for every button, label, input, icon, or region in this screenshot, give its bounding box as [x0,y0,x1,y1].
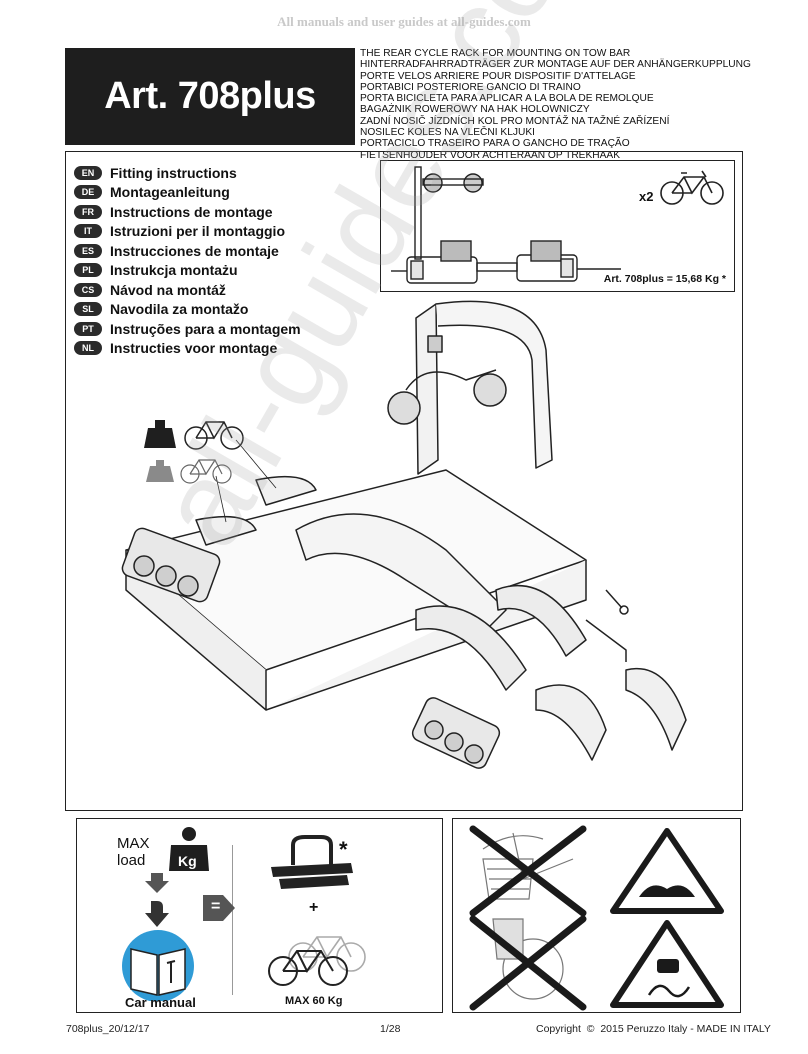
language-item: IT Istruzioni per il montaggio [74,222,301,242]
title-block: Art. 708plus [65,48,355,145]
main-frame [65,151,743,811]
equals-arrow-icon [203,895,235,921]
language-badge: PL [74,263,102,278]
rack-exploded-illustration [121,300,687,769]
car-manual-label: Car manual [125,995,196,1010]
description-line: FIETSENHOUDER VOOR ACHTERAAN OP TREKHAAK [360,149,621,161]
language-label: Instrukcja montażu [110,262,238,279]
warnings-box [452,818,741,1013]
language-label: Instruções para a montagem [110,320,301,337]
max-load-box: MAX load Kg Car manual = * + [76,818,443,1013]
description-line: BAGAŻNIK ROWEROWY NA HAK HOLOWNICZY [360,104,590,116]
language-item: CS Návod na montáž [74,280,301,300]
language-label: Instructions de montage [110,203,273,220]
max-load-label: MAX load [117,835,150,869]
description-line: PORTACICLO TRASEIRO PARA O GANCHO DE TRA… [360,138,630,150]
asterisk-note: * [339,837,348,862]
bump-warning-icon [610,828,724,914]
two-bikes-icon [268,936,366,986]
language-list: EN Fitting instructions DE Montageanleitun… [74,163,301,358]
description-line: HINTERRADFAHRRADTRÄGER ZUR MONTAGE AUF D… [360,59,751,71]
plus-sign: + [309,899,319,916]
light-bike-icon [146,459,232,484]
max-bikes-weight: MAX 60 Kg [285,995,343,1007]
language-badge: ES [74,243,102,258]
footer-copyright: Copyright © 2015 Peruzzo Italy - MADE IN… [536,1023,771,1035]
description-line: PORTABICI POSTERIORE GANCIO DI TRAINO [360,81,581,93]
kg-weight-icon [169,827,209,871]
language-item: PL Instrukcja montażu [74,261,301,281]
language-badge: SL [74,302,102,317]
bike-icon [660,170,724,205]
language-badge: CS [74,282,102,297]
language-badge: FR [74,204,102,219]
language-label: Montageanleitung [110,184,230,201]
language-badge: IT [74,224,102,239]
bike-basket-icon [482,832,574,1000]
bike-count: x2 [639,189,654,204]
language-item: NL Instructies voor montage [74,339,301,359]
folded-rack-illustration [391,166,621,284]
language-label: Istruzioni per il montaggio [110,223,285,240]
divider [232,845,233,995]
language-item: DE Montageanleitung [74,183,301,203]
description-line: THE REAR CYCLE RACK FOR MOUNTING ON TOW … [360,48,631,59]
language-item: FR Instructions de montage [74,202,301,222]
language-badge: NL [74,341,102,356]
equals-label: = [211,898,221,915]
language-badge: DE [74,185,102,200]
language-label: Instructies voor montage [110,340,278,357]
load-label-line: load [117,852,146,869]
language-badge: PT [74,321,102,336]
language-label: Návod na montáž [110,281,226,298]
down-arrows-icon [145,873,169,927]
language-label: Fitting instructions [110,164,237,181]
rack-weight-icon [271,835,353,889]
language-label: Navodila za montažo [110,301,249,318]
site-watermark-note: All manuals and user guides at all-guide… [277,14,531,29]
footer-page-number: 1/28 [380,1023,401,1035]
description-line: PORTA BICICLETA PARA APLICAR A LA BOLA D… [360,93,654,105]
warnings-illustration [469,825,724,1011]
rack-weight: Art. 708plus = 15,68 Kg * [603,273,726,285]
language-item: SL Navodila za montažo [74,300,301,320]
description-line: ZADNÍ NOSIČ JÍZDNÍCH KOL PRO MONTÁŽ NA T… [360,115,670,127]
product-descriptions: THE REAR CYCLE RACK FOR MOUNTING ON TOW … [360,48,800,161]
rack-inset: x2 Art. 708plus = 15,68 Kg * [380,160,735,292]
description-line: PORTE VELOS ARRIERE POUR DISPOSITIF D'AT… [360,70,636,82]
language-badge: EN [74,165,102,180]
slippery-road-warning-icon [610,920,724,1008]
car-manual-icon [122,930,194,1001]
heavy-bike-icon [144,420,244,450]
page-title: Art. 708plus [104,75,316,117]
kg-label: Kg [178,853,197,869]
prohibited-cross-icon [469,825,587,1011]
footer-doc-id: 708plus_20/12/17 [66,1023,150,1035]
max-label-line: MAX [117,835,150,852]
description-line: NOSILEC KOLES NA VLEČNI KLJUKI [360,127,535,139]
language-label: Instrucciones de montaje [110,242,279,259]
language-item: PT Instruções para a montagem [74,319,301,339]
language-item: ES Instrucciones de montaje [74,241,301,261]
language-item: EN Fitting instructions [74,163,301,183]
